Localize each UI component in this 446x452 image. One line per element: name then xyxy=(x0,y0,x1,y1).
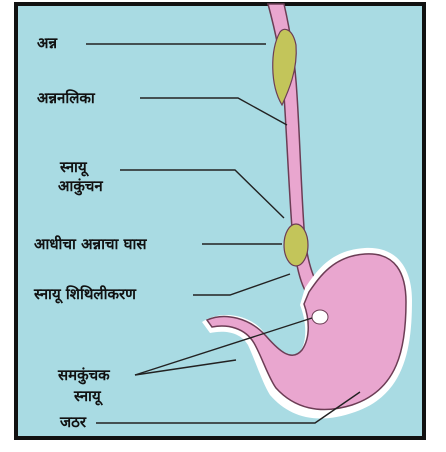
label-muscle-contraction-2: आकुंचन xyxy=(58,177,103,195)
sphincter-pointer-2 xyxy=(135,360,236,375)
label-stomach: जठर xyxy=(60,413,86,431)
label-food: अन्न xyxy=(37,34,57,52)
relaxation-pointer xyxy=(193,274,290,295)
label-muscle-relaxation: स्नायू शिथिलीकरण xyxy=(34,285,136,303)
label-muscle-contraction-1: स्नायू xyxy=(60,158,87,176)
label-esophagus: अन्ननलिका xyxy=(37,89,95,107)
label-sphincter-1: समकुंचक xyxy=(58,366,110,384)
cardiac-sphincter xyxy=(312,310,328,324)
label-previous-bolus: आधीचा अन्नाचा घास xyxy=(34,235,147,253)
label-sphincter-2: स्नायू xyxy=(74,387,101,405)
previous-bolus xyxy=(284,224,308,266)
esophagus-pointer xyxy=(140,98,287,125)
contraction-pointer xyxy=(120,170,284,218)
